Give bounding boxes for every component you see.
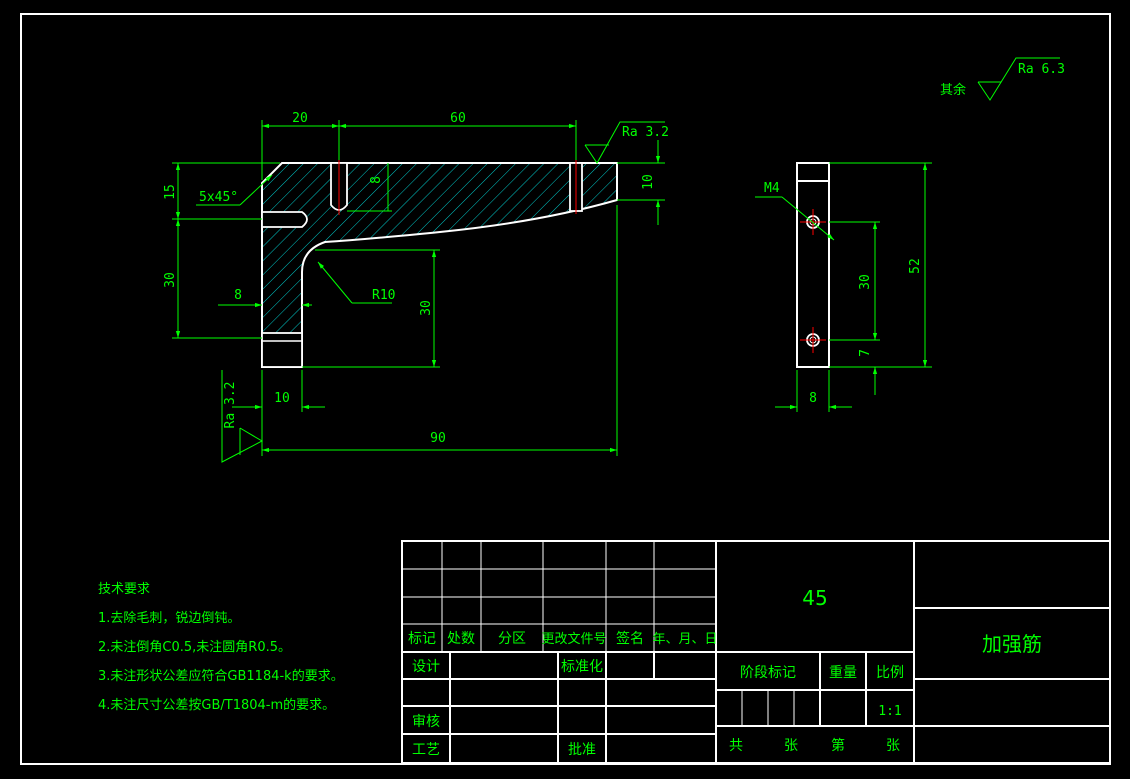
chamfer-label: 5x45° xyxy=(199,190,238,205)
side-view: M4 52 30 7 8 xyxy=(755,162,932,412)
material: 45 xyxy=(802,586,827,610)
dim-30-left: 30 xyxy=(163,272,178,288)
design-label: 设计 xyxy=(412,659,440,675)
dim-8-side: 8 xyxy=(809,391,817,406)
front-view: 20 60 90 10 15 30 30 8 8 10 5x45° R10 Ra… xyxy=(163,111,669,463)
rev-header-zone: 分区 xyxy=(498,631,526,647)
dim-10-bottom: 10 xyxy=(274,391,290,406)
dim-10-right: 10 xyxy=(641,174,656,190)
tech-note-1: 1.去除毛刺，锐边倒钝。 xyxy=(98,611,240,626)
rev-header-date: 年、月、日 xyxy=(652,632,717,647)
scale-value: 1:1 xyxy=(878,704,901,719)
weight-label: 重量 xyxy=(829,665,857,681)
dim-20: 20 xyxy=(292,111,308,126)
part-section-outline xyxy=(261,162,618,368)
tech-notes: 技术要求 1.去除毛刺，锐边倒钝。 2.未注倒角C0.5,未注圆角R0.5。 3… xyxy=(98,582,344,713)
roughness-top: Ra 3.2 xyxy=(622,125,669,140)
approve-label: 批准 xyxy=(568,742,596,758)
review-label: 审核 xyxy=(412,714,440,730)
dim-8-top: 8 xyxy=(369,176,384,184)
dim-60: 60 xyxy=(450,111,466,126)
side-outline xyxy=(796,162,830,368)
dim-30-side: 30 xyxy=(858,274,873,290)
rev-header-doc: 更改文件号 xyxy=(541,632,606,647)
tech-note-2: 2.未注倒角C0.5,未注圆角R0.5。 xyxy=(98,640,291,655)
stage-mark-label: 阶段标记 xyxy=(740,665,796,681)
rev-header-sign: 签名 xyxy=(616,630,644,647)
dim-90: 90 xyxy=(430,431,446,446)
dim-15: 15 xyxy=(163,184,178,200)
sheets-unit-1: 张 xyxy=(784,738,798,754)
tech-note-4: 4.未注尺寸公差按GB/T1804-m的要求。 xyxy=(98,697,335,713)
roughness-left: Ra 3.2 xyxy=(223,382,238,429)
bottom-slot xyxy=(261,332,303,368)
sheets-total-label: 共 xyxy=(729,738,743,754)
rev-header-mark: 标记 xyxy=(408,631,436,647)
standardize-label: 标准化 xyxy=(561,659,603,675)
tech-notes-title: 技术要求 xyxy=(98,582,150,597)
slot-horizontal xyxy=(261,211,308,228)
part-name: 加强筋 xyxy=(982,632,1042,656)
process-label: 工艺 xyxy=(412,742,440,758)
scale-label: 比例 xyxy=(876,665,904,681)
title-block: 45 加强筋 标记 处数 分区 更改文件号 签名 年、月、日 设计 标准化 审核… xyxy=(401,540,1111,764)
sheet-no-label: 第 xyxy=(831,737,845,754)
other-roughness-label: 其余 xyxy=(940,82,966,98)
dim-8-left: 8 xyxy=(234,288,242,303)
tech-note-3: 3.未注形状公差应符合GB1184-k的要求。 xyxy=(98,668,344,684)
thread-label: M4 xyxy=(764,181,780,196)
other-roughness-value: Ra 6.3 xyxy=(1018,62,1065,77)
radius-label: R10 xyxy=(372,288,395,303)
rev-header-count: 处数 xyxy=(447,631,475,647)
dim-7: 7 xyxy=(858,349,873,357)
sheets-unit-2: 张 xyxy=(886,738,900,754)
other-roughness: 其余 Ra 6.3 xyxy=(940,57,1065,101)
dim-30-mid: 30 xyxy=(419,300,434,316)
dim-52: 52 xyxy=(908,258,923,274)
